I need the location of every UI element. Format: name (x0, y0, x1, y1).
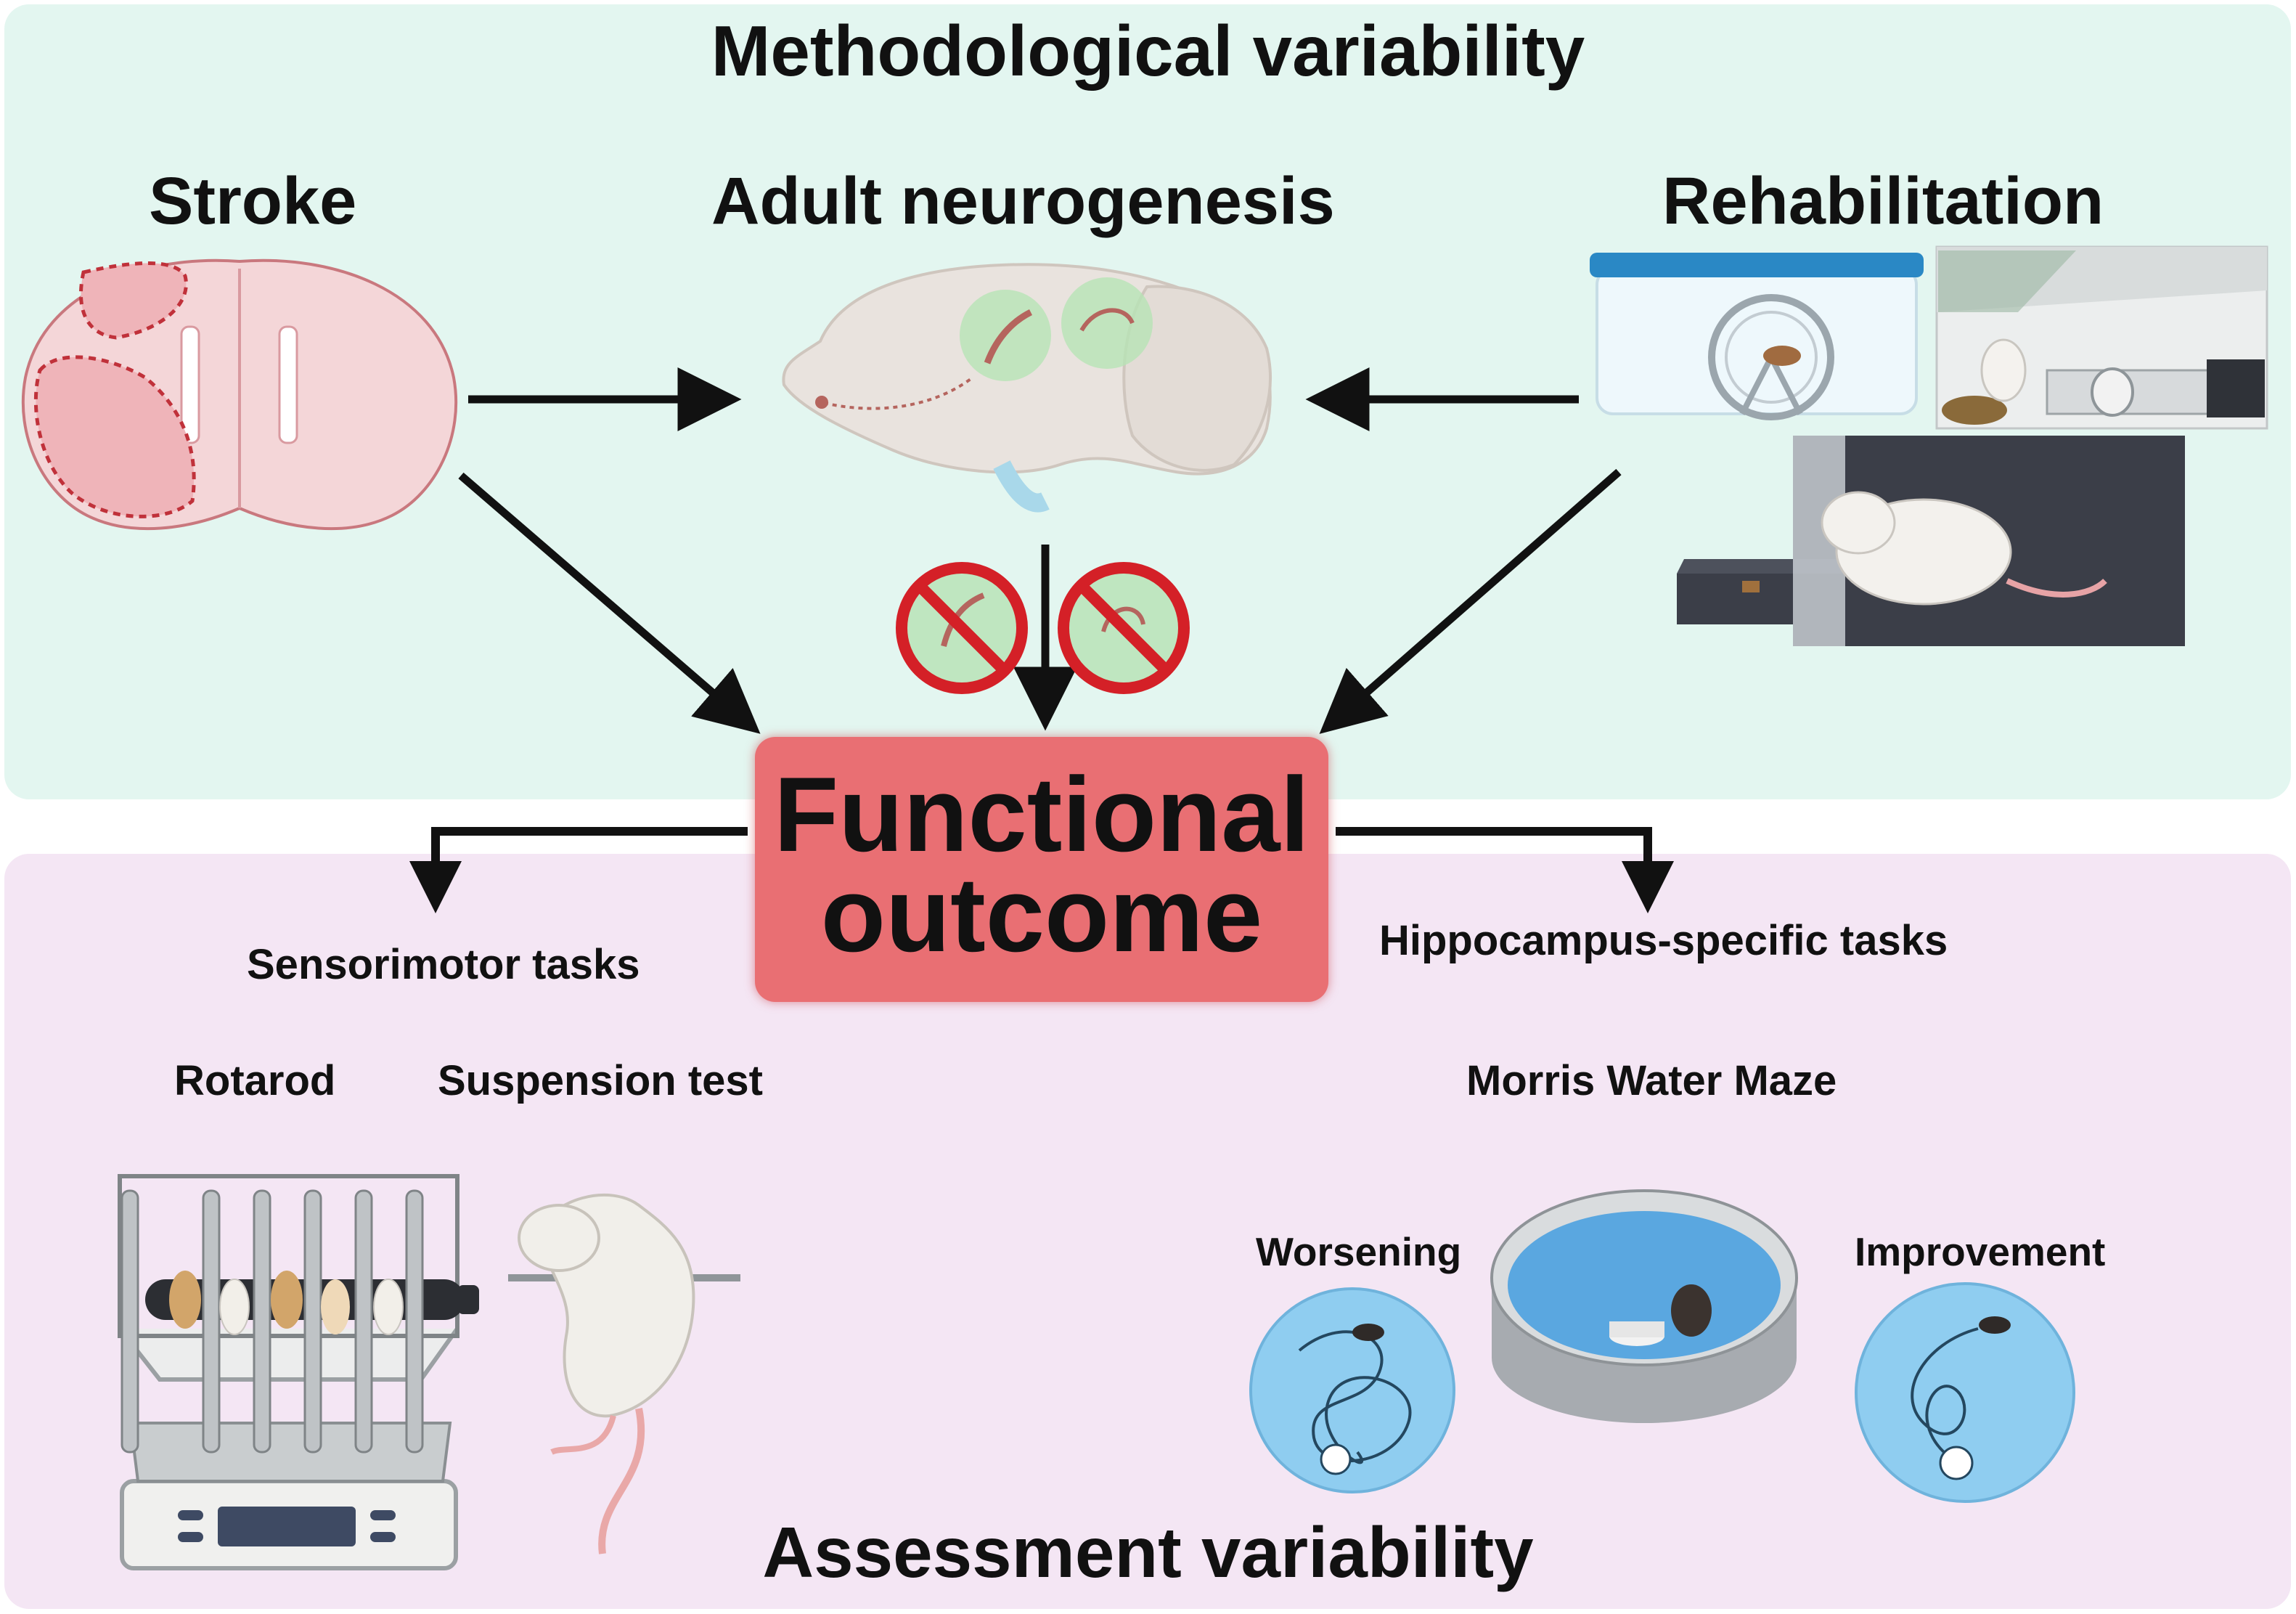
bottom-panel-title: Assessment variability (762, 1512, 1534, 1592)
arrow-outcome-to-hippocampus (1336, 827, 1674, 913)
suspension-test-label: Suspension test (438, 1057, 763, 1104)
cage-running-wheel-icon (1590, 253, 1924, 420)
prohibition-icon (896, 562, 1028, 694)
hippocampus-tasks-label: Hippocampus-specific tasks (1379, 917, 1948, 964)
water-maze-pool-icon (1490, 1189, 1798, 1423)
sensorimotor-tasks-label: Sensorimotor tasks (247, 941, 640, 988)
arrow-stroke-to-outcome (458, 472, 761, 734)
functional-outcome-box: Functional outcome (755, 737, 1328, 1002)
skilled-reaching-box-icon (1677, 436, 2185, 646)
stroke-label: Stroke (149, 164, 357, 238)
prohibition-icon (1058, 562, 1190, 694)
brain-sagittal-icon (782, 263, 1272, 513)
functional-outcome-label: Functional outcome (755, 755, 1328, 974)
rotarod-label: Rotarod (174, 1057, 336, 1104)
outcome-line-1: Functional (773, 755, 1310, 873)
brain-coronal-icon (21, 258, 458, 531)
enriched-environment-icon (1935, 245, 2268, 430)
worsening-label: Worsening (1256, 1229, 1462, 1274)
rotarod-icon (118, 1174, 479, 1570)
neurogenesis-label: Adult neurogenesis (711, 164, 1335, 238)
arrow-outcome-to-sensorimotor (409, 827, 748, 913)
top-panel-title: Methodological variability (711, 11, 1585, 91)
suspended-mouse-icon (508, 1194, 740, 1554)
arrow-rehab-to-outcome (1319, 468, 1622, 734)
swim-path-icon (1249, 1287, 1455, 1493)
morris-water-maze-label: Morris Water Maze (1466, 1057, 1837, 1104)
improvement-label: Improvement (1855, 1229, 2106, 1274)
swim-path-icon (1855, 1282, 2075, 1503)
outcome-line-2: outcome (820, 855, 1263, 974)
rehabilitation-label: Rehabilitation (1662, 164, 2104, 238)
